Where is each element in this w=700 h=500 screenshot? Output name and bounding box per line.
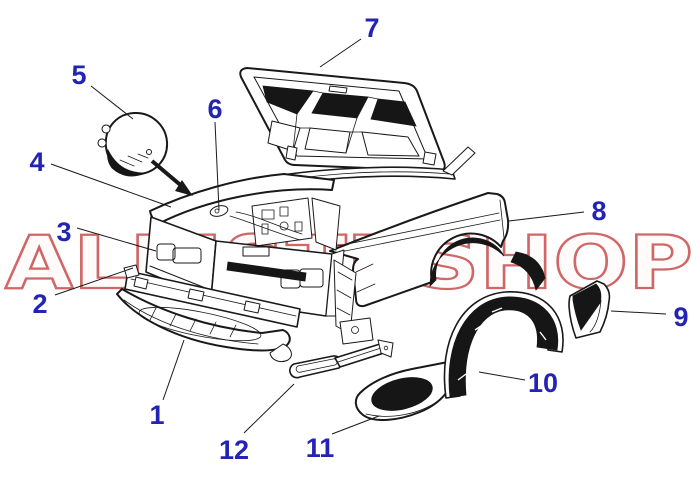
wheel-arch-repair-art bbox=[443, 251, 564, 399]
valance-body bbox=[116, 288, 291, 352]
lower-quarter-opening bbox=[371, 377, 433, 411]
front-fender-art bbox=[329, 192, 510, 308]
valance-inner-recess bbox=[138, 306, 262, 342]
a-pillar-stub bbox=[442, 146, 476, 176]
leader-line-6 bbox=[214, 121, 220, 211]
part-number-2: 2 bbox=[32, 289, 47, 319]
lower-quarter-lip bbox=[365, 400, 439, 417]
jack-plate-hole bbox=[351, 326, 359, 334]
bracket-bar bbox=[334, 343, 385, 368]
leader-line-4 bbox=[50, 163, 172, 208]
part-number-9: 9 bbox=[673, 302, 688, 332]
lock-hole bbox=[214, 208, 220, 214]
part-number-10: 10 bbox=[528, 368, 558, 398]
grille-slot-dark bbox=[226, 261, 307, 282]
leader-line-11 bbox=[331, 415, 380, 435]
bracket-end-hole bbox=[383, 345, 389, 351]
lock-platform-art bbox=[209, 205, 303, 241]
fender-outline bbox=[329, 192, 510, 308]
part-number-3: 3 bbox=[56, 217, 71, 247]
front-face-detail bbox=[149, 246, 270, 290]
leader-line-3 bbox=[76, 227, 157, 252]
install-direction-arrow bbox=[150, 159, 193, 196]
arch-segment-dark bbox=[510, 251, 546, 291]
leader-line-5 bbox=[90, 85, 134, 120]
sill-bracket-art bbox=[289, 317, 394, 379]
tie-bar-inner-line bbox=[130, 278, 297, 317]
fender-character-line bbox=[332, 199, 505, 293]
corner-panel-dark bbox=[572, 283, 602, 331]
leader-line-7 bbox=[319, 38, 362, 68]
side-sill-hatch bbox=[336, 271, 353, 316]
leader-line-1 bbox=[162, 339, 185, 401]
leader-line-10 bbox=[478, 371, 526, 381]
hood-brace-lines bbox=[292, 90, 379, 154]
lower-quarter-panel-art bbox=[354, 360, 456, 421]
part-number-7: 7 bbox=[364, 13, 379, 43]
leader-line-12 bbox=[243, 383, 295, 434]
bracket-end-plate bbox=[377, 339, 394, 358]
arrow-head bbox=[175, 180, 193, 196]
bucket-tabs bbox=[97, 124, 111, 148]
wiring-line bbox=[229, 211, 303, 241]
front-valance-art bbox=[116, 288, 292, 363]
bucket-hatch bbox=[119, 153, 149, 167]
upper-tie-bar-art bbox=[123, 264, 301, 328]
leader-line-8 bbox=[508, 211, 585, 222]
part-number-8: 8 bbox=[591, 196, 606, 226]
part-number-5: 5 bbox=[71, 60, 86, 90]
bucket-hole bbox=[146, 149, 152, 155]
hood-panel-art bbox=[239, 67, 446, 172]
headlight-bucket-art bbox=[97, 111, 169, 177]
corner-panel-edge-line bbox=[589, 299, 602, 333]
part-number-12: 12 bbox=[219, 435, 249, 465]
part-number-11: 11 bbox=[306, 433, 335, 463]
arrow-shaft bbox=[150, 159, 186, 190]
leader-line-2 bbox=[54, 267, 134, 296]
bracket-bar-line bbox=[337, 347, 382, 363]
part-number-1: 1 bbox=[149, 400, 164, 430]
tie-bar-tabs bbox=[123, 264, 261, 314]
leader-line-9 bbox=[610, 310, 667, 315]
fender-arch-lip-dark bbox=[429, 237, 505, 287]
corner-panel-art bbox=[568, 280, 611, 339]
jack-plate bbox=[339, 317, 374, 345]
valance-end-curl bbox=[269, 343, 292, 363]
headlight-openings-left bbox=[156, 243, 202, 264]
bucket-shadow bbox=[107, 148, 147, 177]
arch-highlight-streaks bbox=[457, 307, 547, 381]
part-number-6: 6 bbox=[207, 94, 222, 124]
relay-shelf-holes bbox=[261, 206, 303, 235]
valance-hatch-lines bbox=[123, 299, 259, 345]
inner-apron-panel bbox=[311, 197, 341, 251]
part-number-4: 4 bbox=[29, 147, 44, 177]
hood-hinge-details bbox=[285, 85, 437, 166]
relay-shelf-panel bbox=[251, 197, 313, 247]
